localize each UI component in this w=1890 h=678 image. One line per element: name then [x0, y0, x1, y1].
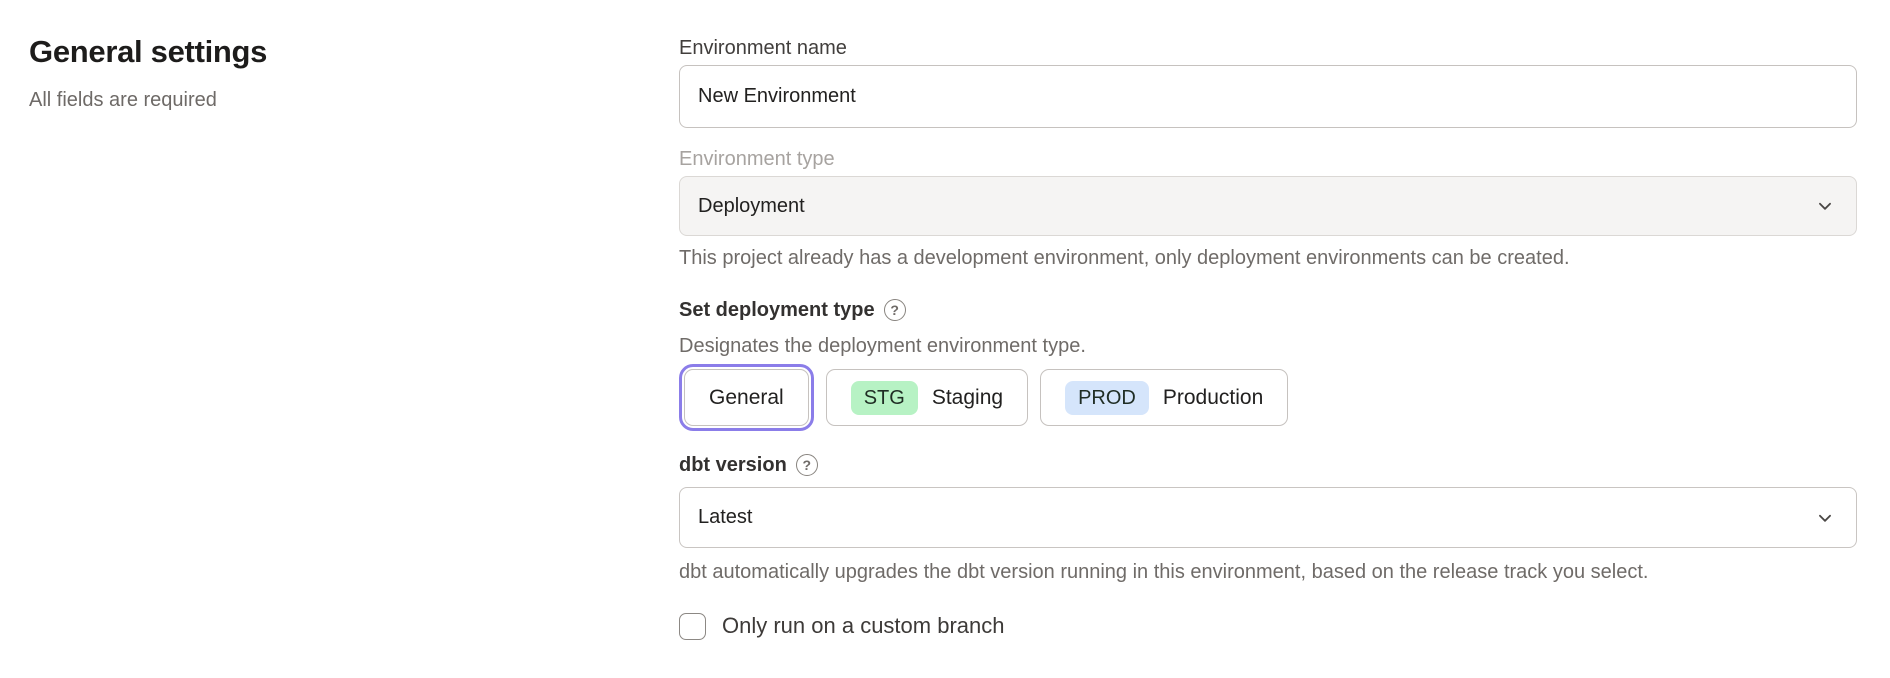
environment-name-label: Environment name [679, 37, 847, 59]
help-icon[interactable]: ? [883, 299, 906, 321]
deployment-type-staging-button[interactable]: STG Staging [825, 369, 1029, 426]
dbt-version-label-row: dbt version ? [679, 452, 1857, 478]
deployment-type-label-row: Set deployment type ? [679, 297, 1857, 323]
prod-badge: PROD [1065, 380, 1149, 415]
settings-header: General settings All fields are required [29, 33, 589, 112]
custom-branch-row[interactable]: Only run on a custom branch [679, 612, 1857, 640]
environment-type-value: Deployment [698, 194, 805, 217]
chevron-down-icon [1816, 197, 1834, 215]
dbt-version-select[interactable]: Latest [679, 487, 1857, 548]
page-title: General settings [29, 34, 268, 69]
deployment-type-general-label: General [709, 385, 784, 409]
help-icon[interactable]: ? [795, 454, 818, 476]
chevron-down-icon [1816, 509, 1834, 527]
environment-settings-form: Environment name Environment type Deploy… [679, 36, 1857, 640]
deployment-type-helper: Designates the deployment environment ty… [679, 335, 1086, 357]
environment-type-helper: This project already has a development e… [679, 247, 1570, 269]
custom-branch-checkbox[interactable] [679, 612, 706, 640]
deployment-type-general-button[interactable]: General [679, 364, 814, 431]
deployment-type-staging-label: Staging [931, 385, 1004, 409]
environment-name-input[interactable] [679, 65, 1857, 128]
dbt-version-value: Latest [698, 506, 753, 528]
deployment-type-options: General STG Staging PROD Production [679, 364, 1857, 431]
custom-branch-label: Only run on a custom branch [722, 613, 1005, 638]
deployment-type-production-button[interactable]: PROD Production [1040, 369, 1289, 426]
dbt-version-helper: dbt automatically upgrades the dbt versi… [679, 561, 1649, 583]
deployment-type-production-label: Production [1162, 385, 1264, 409]
stg-badge: STG [850, 380, 918, 415]
page-subtitle: All fields are required [29, 89, 217, 111]
environment-type-select[interactable]: Deployment [679, 176, 1857, 236]
environment-type-label: Environment type [679, 148, 835, 170]
dbt-version-label: dbt version [679, 454, 787, 476]
deployment-type-label: Set deployment type [679, 299, 875, 321]
